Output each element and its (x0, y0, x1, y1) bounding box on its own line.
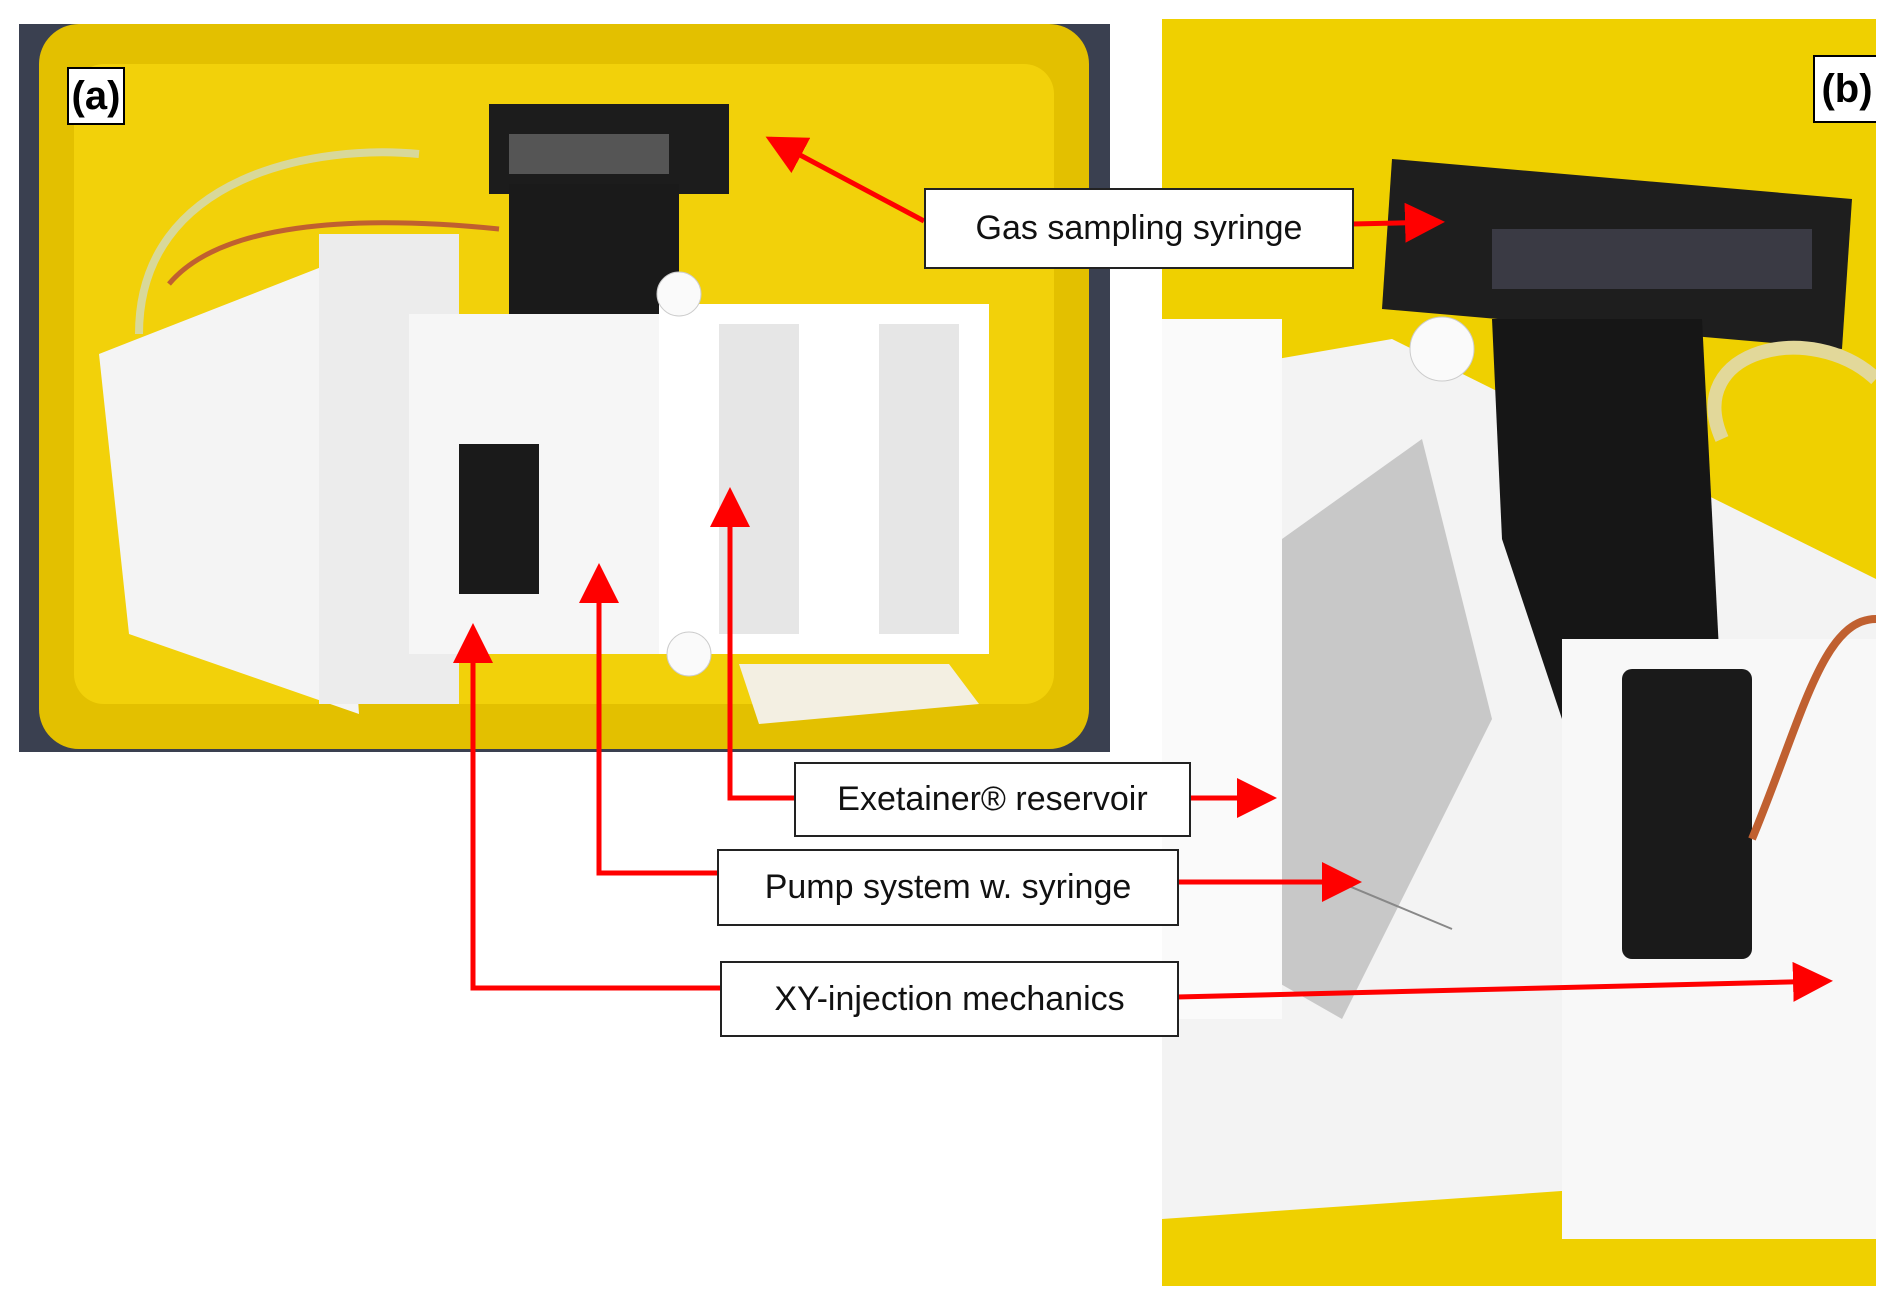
arrow-pump-a (579, 563, 717, 876)
callout-exetainer-reservoir: Exetainer® reservoir (794, 762, 1191, 837)
pump-servo (1622, 669, 1752, 959)
side-plate (99, 264, 359, 714)
arrow-xy-b (1176, 961, 1833, 1002)
pump-servo (459, 444, 539, 594)
servo-block (509, 184, 679, 334)
panel-label-b: (b) (1813, 55, 1876, 123)
arrow-xy-a (453, 623, 720, 991)
callout-pump-system: Pump system w. syringe (717, 849, 1179, 926)
photo-a-illustration (19, 24, 1110, 752)
arrow-gas-syringe-a (765, 136, 926, 224)
servo-block (1492, 319, 1722, 719)
photo-panel-a: (a) (19, 24, 1110, 752)
callout-xy-injection: XY-injection mechanics (720, 961, 1179, 1037)
panel-label-a: (a) (67, 67, 125, 125)
arrow-exetainer-a (710, 487, 794, 801)
callout-gas-sampling-syringe: Gas sampling syringe (924, 188, 1354, 269)
arrow-gas-syringe-b (1351, 202, 1445, 243)
